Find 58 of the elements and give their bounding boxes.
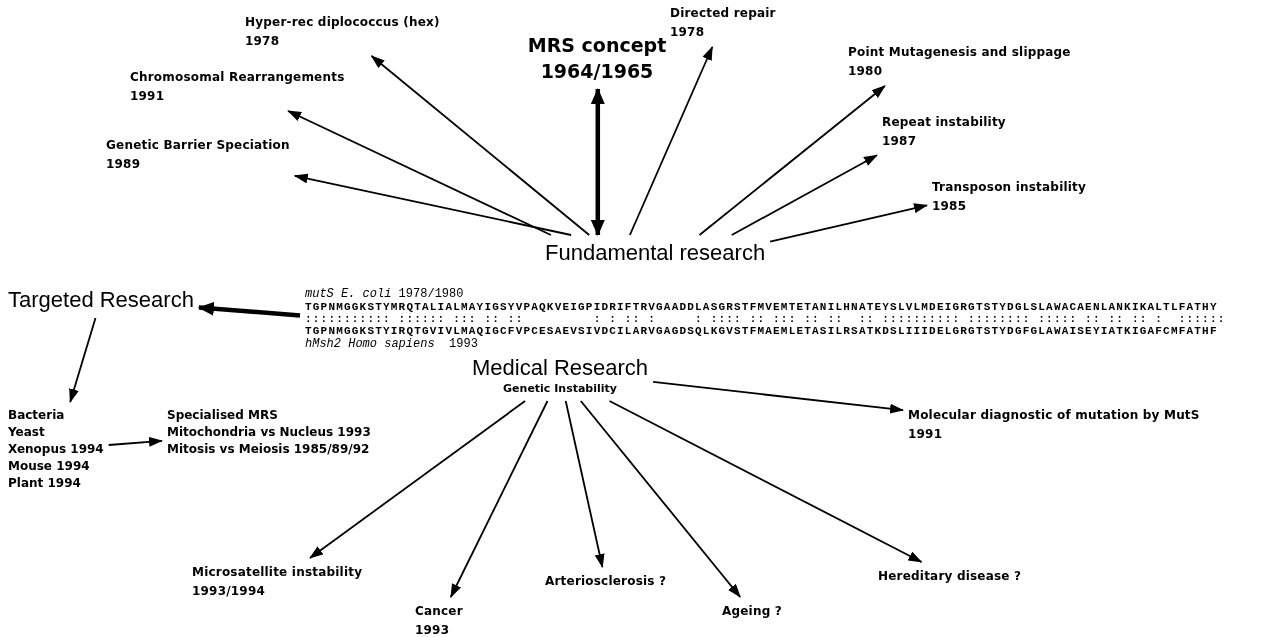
topic-label: Directed repair <box>670 5 776 22</box>
year-label: 1991 <box>130 88 165 105</box>
protein-sequence: TGPNMGGKSTYMRQTALIALMAYIGSYVPAQKVEIGPIDRIFTRVGAADDLASGRSTFMVEMTETANILHNATEYSLVLMDEIGRGTSTYDGLSLAWACAENLANKIKALTLFATHY <box>305 301 1218 313</box>
topic-label: Microsatellite instability <box>192 564 363 581</box>
arrow <box>590 88 605 236</box>
arrow <box>652 381 904 414</box>
arrow <box>579 400 742 598</box>
arrow <box>309 400 526 559</box>
year-label: 1985 <box>932 198 967 215</box>
arrow <box>698 85 886 236</box>
heading-label: Fundamental research <box>545 240 766 266</box>
topic-label: Specialised MRS <box>167 407 278 424</box>
heading-label: Targeted Research <box>8 287 194 313</box>
arrow <box>564 400 605 568</box>
year-label: 1991 <box>908 426 943 443</box>
arrow <box>293 173 572 236</box>
list-item-label: Bacteria <box>8 407 65 424</box>
alignment-match-line: ::::::::::: :::::: ::: :: :: : : :: : : :::: :: ::: :: :: :: :::::::::: :::::::: ::::: :: :: :: : :::::: <box>305 313 1226 325</box>
arrow <box>608 400 923 563</box>
sequence-caption: mutS E. coli 1978/1980 <box>305 287 464 301</box>
arrow <box>449 400 549 598</box>
year-label: 1980 <box>848 63 883 80</box>
protein-sequence: TGPNMGGKSTYIRQTGVIVLMAQIGCFVPCESAEVSIVDCILARVGAGDSQLKGVSTFMAEMLETASILRSATKDSLIIIDELGRGTSTYDGFGLAWAISEYIATKIGAFCMFATHF <box>305 325 1218 337</box>
topic-label: Chromosomal Rearrangements <box>130 69 345 86</box>
arrow <box>769 203 928 243</box>
topic-label: Arteriosclerosis ? <box>545 572 667 591</box>
topic-label: Hereditary disease ? <box>878 567 1022 586</box>
list-item-label: Yeast <box>8 424 45 441</box>
year-label: 1987 <box>882 133 917 150</box>
topic-label: Point Mutagenesis and slippage <box>848 44 1071 61</box>
topic-label: Transposon instability <box>932 179 1087 196</box>
list-item-label: Mitosis vs Meiosis 1985/89/92 <box>167 441 370 458</box>
heading-label: Medical Research <box>472 355 649 381</box>
topic-label: Repeat instability <box>882 114 1006 131</box>
arrow <box>730 154 878 236</box>
year-label: 1978 <box>670 24 705 41</box>
year-label: 1989 <box>106 156 141 173</box>
topic-label: Genetic Barrier Speciation <box>106 137 290 154</box>
list-item-label: Plant 1994 <box>8 475 81 492</box>
sequence-caption: hMsh2 Homo sapiens 1993 <box>305 337 478 351</box>
concept-label: MRS concept 1964/1965 <box>527 32 667 84</box>
year-label: 1993 <box>415 622 450 637</box>
year-label: 1993/1994 <box>192 583 265 600</box>
list-item-label: Xenopus 1994 <box>8 441 104 458</box>
arrow <box>629 46 714 236</box>
arrow <box>197 301 301 318</box>
subheading-label: Genetic Instability <box>503 381 617 396</box>
arrow <box>107 436 163 447</box>
arrow <box>370 55 591 236</box>
arrow <box>69 317 97 403</box>
topic-label: Molecular diagnostic of mutation by MutS <box>908 407 1200 424</box>
topic-label: Cancer <box>415 603 463 620</box>
list-item-label: Mouse 1994 <box>8 458 90 475</box>
topic-label: Ageing ? <box>722 602 782 621</box>
topic-label: Hyper-rec diplococcus (hex) <box>245 14 440 31</box>
year-label: 1978 <box>245 33 280 50</box>
arrow <box>287 110 552 236</box>
list-item-label: Mitochondria vs Nucleus 1993 <box>167 424 371 441</box>
